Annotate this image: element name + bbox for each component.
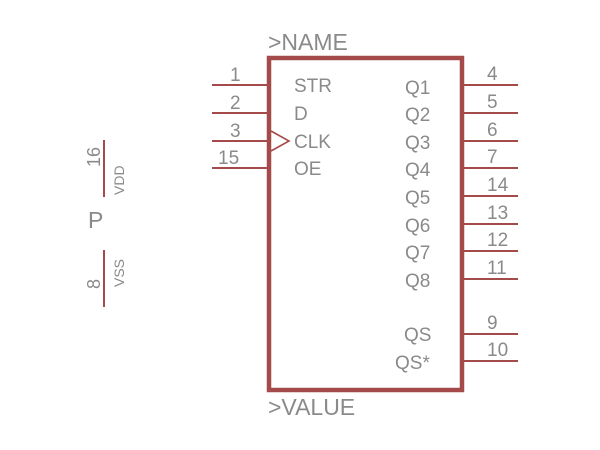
- pin-number: 5: [487, 92, 498, 113]
- pin-9[interactable]: 9 QS: [404, 313, 518, 346]
- pin-12[interactable]: 12 Q7: [405, 230, 518, 264]
- pin-number: 2: [230, 93, 241, 114]
- pin-name: VDD: [111, 165, 127, 195]
- pin-5[interactable]: 5 Q2: [405, 92, 518, 126]
- pin-number: 8: [84, 279, 104, 289]
- pin-number: 9: [487, 313, 498, 334]
- pin-name: Q4: [405, 160, 431, 181]
- vdd-pin[interactable]: VDD 16: [84, 140, 127, 197]
- pin-13[interactable]: 13 Q6: [405, 203, 518, 237]
- pin-10[interactable]: 10 QS*: [395, 340, 518, 374]
- power-gate: P VDD 16 VSS 8: [84, 140, 127, 307]
- pin-name: VSS: [111, 259, 127, 287]
- pin-4[interactable]: 4 Q1: [405, 64, 518, 99]
- pin-name: Q5: [405, 188, 430, 209]
- pin-number: 3: [230, 121, 241, 142]
- pin-2[interactable]: 2 D: [212, 93, 308, 125]
- power-gate-label: P: [88, 207, 103, 233]
- pin-name: Q6: [405, 216, 430, 237]
- pin-15[interactable]: 15 OE: [212, 148, 321, 180]
- name-attribute: >NAME: [268, 29, 348, 55]
- pin-1[interactable]: 1 STR: [212, 65, 332, 97]
- pin-6[interactable]: 6 Q3: [405, 120, 518, 154]
- pin-name: Q3: [405, 133, 430, 154]
- pin-number: 4: [487, 64, 498, 85]
- pin-number: 13: [487, 203, 508, 224]
- value-attribute: >VALUE: [268, 394, 355, 420]
- pin-7[interactable]: 7 Q4: [405, 147, 518, 181]
- pin-name: Q7: [405, 243, 430, 264]
- pin-11[interactable]: 11 Q8: [405, 258, 518, 292]
- pin-number: 14: [487, 175, 509, 196]
- pin-name: Q8: [405, 271, 430, 292]
- pin-number: 6: [487, 120, 498, 141]
- pin-number: 10: [487, 340, 508, 361]
- pin-name: D: [294, 104, 308, 125]
- pin-name: QS*: [395, 353, 430, 374]
- pin-name: CLK: [294, 132, 331, 153]
- left-pin-group: 1 STR 2 D 3 CLK 15 OE: [212, 65, 332, 180]
- pin-number: 16: [84, 147, 104, 167]
- pin-number: 12: [487, 230, 508, 251]
- pin-number: 11: [487, 258, 507, 279]
- pin-name: Q2: [405, 105, 430, 126]
- pin-3[interactable]: 3 CLK: [212, 121, 331, 153]
- vss-pin[interactable]: VSS 8: [84, 250, 127, 307]
- pin-name: Q1: [405, 78, 430, 99]
- pin-name: STR: [294, 76, 332, 97]
- pin-number: 15: [218, 148, 239, 169]
- clock-marker: [270, 130, 291, 152]
- pin-name: OE: [294, 159, 321, 180]
- pin-14[interactable]: 14 Q5: [405, 175, 518, 209]
- pin-number: 7: [487, 147, 498, 168]
- pin-number: 1: [230, 65, 241, 86]
- right-pin-group: 4 Q1 5 Q2 6 Q3 7 Q4 14 Q5 13 Q6: [395, 64, 518, 374]
- pin-name: QS: [404, 325, 431, 346]
